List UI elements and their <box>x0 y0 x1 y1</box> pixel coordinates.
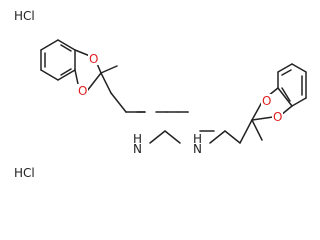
amine-nitrogen-2: N <box>193 142 202 156</box>
salt-label-1: HCl <box>14 9 35 23</box>
salt-label-2: HCl <box>14 166 35 180</box>
right-side-chain <box>209 119 263 144</box>
amine-hydrogen-2: H <box>193 132 202 146</box>
ethylenediamine-chain <box>125 111 215 144</box>
molecule-diagram: O O O O H N H N HCl HCl <box>14 9 307 180</box>
oxygen-atom-3: O <box>262 94 271 108</box>
oxygen-atom-4: O <box>273 110 282 124</box>
amine-nitrogen-1: N <box>133 142 142 156</box>
left-benzene-ring <box>40 39 76 81</box>
amine-hydrogen-1: H <box>133 132 142 146</box>
right-benzene-ring <box>277 63 307 107</box>
left-dioxole-ring <box>74 49 127 113</box>
structure-canvas: O O O O H N H N HCl HCl <box>14 9 307 180</box>
oxygen-atom-2: O <box>78 84 87 98</box>
oxygen-atom-1: O <box>89 52 98 66</box>
atom-labels: O O O O H N H N <box>77 52 283 156</box>
